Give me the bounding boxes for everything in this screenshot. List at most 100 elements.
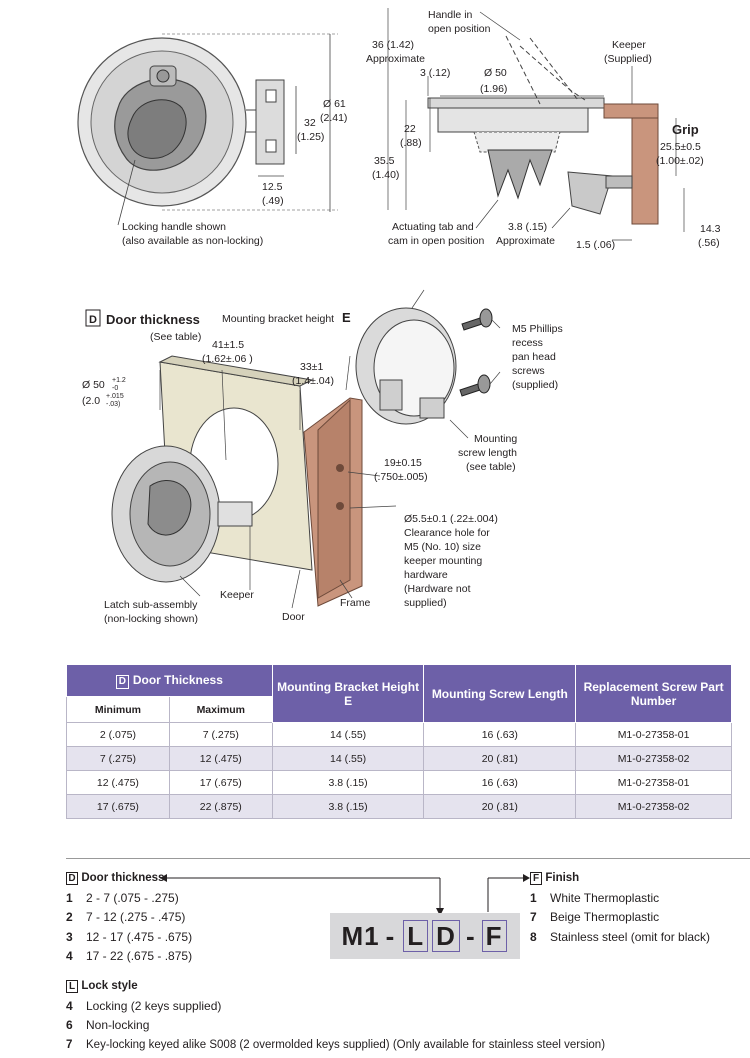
door-thickness-heading: D Door thickness [66, 868, 192, 889]
door-title: Door thickness [106, 312, 200, 327]
latch-top-view [77, 33, 338, 226]
table-subheader-row: Minimum Maximum [66, 696, 732, 723]
cell-part: M1-0-27358-01 [575, 770, 732, 795]
finish-heading: F Finish [530, 868, 710, 889]
grip-dim: 25.5±0.5 [660, 141, 701, 153]
keeper-label: Keeper [612, 39, 646, 51]
door-heading-text: Door thickness [81, 872, 165, 884]
lock-letter: L [66, 980, 78, 993]
door-letter-badge: D [115, 674, 129, 689]
cell-screw: 16 (.63) [423, 770, 577, 795]
screws-label-5: (supplied) [512, 379, 558, 391]
door-letter: D [89, 314, 97, 326]
iso-view-drawing: D Door thickness (See table) Mounting br… [82, 289, 563, 625]
screws [459, 308, 493, 397]
cell-bracket: 14 (.55) [271, 746, 425, 771]
dim-3: 3 (.12) [420, 67, 450, 79]
option-num: 3 [66, 929, 73, 944]
code-dash-2: - [465, 920, 476, 951]
part-code: M1 - L D - F [330, 913, 520, 959]
keeper-supplied: (Supplied) [604, 53, 652, 65]
dim-19: 19±0.15 [384, 457, 422, 469]
part-number-header: Replacement Screw Part Number [575, 664, 732, 723]
cell-max: 7 (.275) [168, 722, 273, 747]
hole-label-7: supplied) [404, 597, 447, 609]
finish-letter: F [530, 872, 542, 885]
dim-36-approx: Approximate [366, 53, 425, 65]
option-text: 7 - 12 (.275 - .475) [86, 910, 186, 924]
code-d: D [432, 920, 460, 952]
bracket-height-header: Mounting Bracket Height E [271, 664, 425, 723]
grip-dim-in: (1.00±.02) [656, 155, 704, 167]
dim-35-5-in: (1.40) [372, 169, 399, 181]
lock-heading: L Lock style [66, 976, 605, 997]
code-l: L [403, 920, 429, 952]
cell-bracket: 3.8 (.15) [271, 794, 425, 819]
cell-max: 22 (.875) [168, 794, 273, 819]
dim-50-tol-a: +1.2 [112, 377, 126, 384]
dim-3-8-approx: Approximate [496, 235, 555, 247]
handle-label-1: Handle in [428, 9, 473, 21]
msl-label-1: Mounting [474, 433, 517, 445]
code-prefix: M1 [341, 920, 380, 951]
option-num: 4 [66, 949, 73, 963]
lock-heading-text: Lock style [81, 980, 138, 992]
dim-41-in: (1.62±.06 ) [202, 353, 253, 365]
iso-leaders [159, 289, 501, 609]
dim-36: 36 (1.42) [372, 39, 414, 51]
dim-32-in: (1.25) [297, 131, 324, 143]
dim-41: 41±1.5 [212, 339, 244, 351]
option-text: 12 - 17 (.475 - .675) [86, 929, 193, 944]
cell-bracket: 3.8 (.15) [271, 770, 425, 795]
tab-label-1: Actuating tab and [392, 221, 474, 233]
screws-label-3: pan head [512, 351, 556, 363]
cell-min: 7 (.275) [66, 746, 170, 771]
cell-screw: 20 (.81) [423, 794, 577, 819]
handle-label-2: open position [428, 23, 491, 35]
screws-label-1: M5 Phillips [512, 323, 563, 335]
door-sub: (See table) [150, 331, 201, 343]
dim-19-in: (.750±.005) [374, 471, 428, 483]
cell-part: M1-0-27358-02 [575, 746, 732, 771]
door-thickness-header-text: Door Thickness [132, 672, 223, 687]
option-text: Beige Thermoplastic [550, 910, 660, 924]
option-num: 1 [530, 890, 537, 905]
table-row: 7 (.275) 12 (.475) 14 (.55) 20 (.81) M1-… [66, 746, 732, 771]
cell-screw: 20 (.81) [423, 746, 577, 771]
dim-33-in: (1.4±.04) [292, 375, 334, 387]
hole-label-1: Ø5.5±0.1 (.22±.004) [404, 513, 498, 525]
cell-part: M1-0-27358-01 [575, 722, 732, 747]
option-num: 8 [530, 929, 537, 944]
cell-max: 17 (.675) [168, 770, 273, 795]
hole-label-5: hardware [404, 569, 448, 581]
option-num: 1 [66, 890, 73, 905]
screws-label-4: screws [512, 365, 545, 377]
msl-label-3: (see table) [466, 461, 516, 473]
option-text: Locking (2 keys supplied) [86, 998, 222, 1013]
min-header: Minimum [66, 696, 170, 723]
option-num: 4 [66, 998, 73, 1013]
door-letter-ord: D [66, 872, 78, 885]
option-text: Key-locking keyed alike S008 (2 overmold… [86, 1038, 606, 1051]
msl-label-2: screw length [458, 447, 517, 459]
dim-3-8: 3.8 (.15) [508, 221, 547, 233]
bracket-letter: E [342, 310, 351, 325]
table-row: 12 (.475) 17 (.675) 3.8 (.15) 16 (.63) M… [66, 770, 732, 795]
dim-50-in: (1.96) [480, 83, 507, 95]
keeper-iso-label: Keeper [220, 589, 254, 601]
section-divider [66, 858, 750, 859]
dim-50-iso: Ø 50 [82, 379, 105, 391]
dim-1-5: 1.5 (.06) [576, 239, 615, 251]
ordering-connectors [160, 874, 530, 916]
finish-heading-text: Finish [545, 872, 580, 884]
bracket-label: Mounting bracket height [222, 313, 334, 325]
